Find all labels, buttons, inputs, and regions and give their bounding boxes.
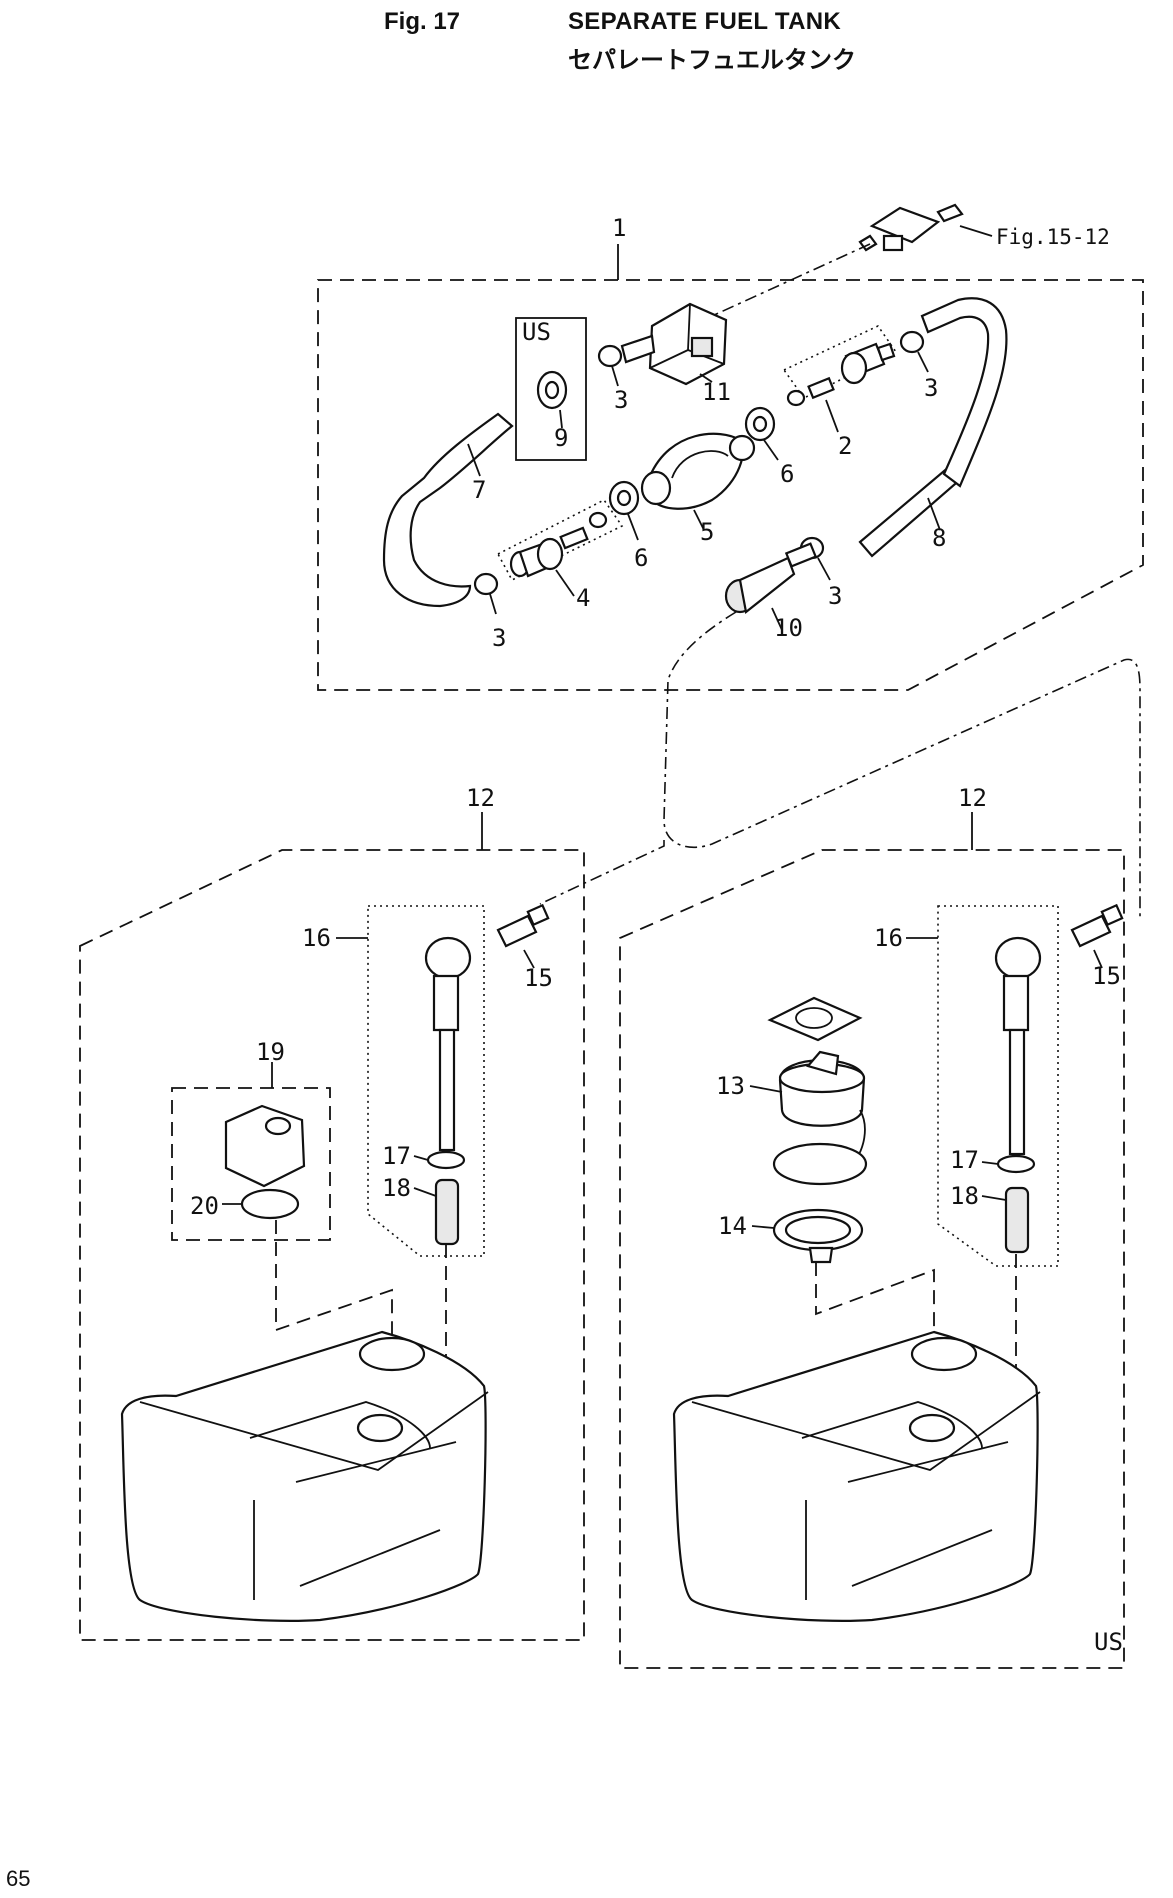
callout-3b: 3 xyxy=(924,374,938,402)
part-10-connector xyxy=(724,542,818,614)
part-15-fitting-left xyxy=(496,903,550,948)
callout-19: 19 xyxy=(256,1038,285,1066)
callout-12-left: 12 xyxy=(466,784,495,812)
part-3-clip-b xyxy=(899,330,925,354)
callout-20: 20 xyxy=(190,1192,219,1220)
callout-5: 5 xyxy=(700,518,714,546)
us-label-bottom: US xyxy=(1094,1628,1123,1656)
part-3-clip-a xyxy=(597,344,623,368)
part-13-gasket xyxy=(772,1142,868,1186)
group-12-right-boundary xyxy=(619,849,1125,1669)
callout-8: 8 xyxy=(932,524,946,552)
callout-7: 7 xyxy=(472,476,486,504)
part-20-gasket-left xyxy=(240,1188,300,1220)
callout-14: 14 xyxy=(718,1212,747,1240)
callout-12-right: 12 xyxy=(958,784,987,812)
part-11-cover xyxy=(620,302,728,386)
left-tank-group xyxy=(79,812,665,1641)
part-2-connector xyxy=(786,342,896,407)
us-variant-box xyxy=(515,317,587,461)
part-3-clip-c xyxy=(473,572,499,596)
part-8-hose-straight xyxy=(858,464,964,558)
part-15-fitting-right xyxy=(1070,903,1124,948)
callout-9: 9 xyxy=(554,424,568,452)
page-number: 65 xyxy=(6,1866,31,1891)
callout-3a: 3 xyxy=(614,386,628,414)
callout-18-left: 18 xyxy=(382,1174,411,1202)
part-5-primer-bulb xyxy=(640,432,756,510)
reference-fig-15-12: Fig.15-12 xyxy=(996,225,1110,249)
part-14-retainer-ring xyxy=(772,1208,864,1264)
part-16-pickup-right xyxy=(994,936,1042,1254)
callout-1: 1 xyxy=(612,214,626,242)
callout-3d: 3 xyxy=(828,582,842,610)
fuel-tank-left xyxy=(120,1330,489,1622)
group-12-left-boundary xyxy=(79,849,585,1641)
callout-13: 13 xyxy=(716,1072,745,1100)
callout-6a: 6 xyxy=(780,460,794,488)
callout-4: 4 xyxy=(576,584,590,612)
callout-17-left: 17 xyxy=(382,1142,411,1170)
warning-decal xyxy=(767,996,863,1042)
part-9-grommet xyxy=(536,370,568,410)
callout-3c: 3 xyxy=(492,624,506,652)
callout-10: 10 xyxy=(774,614,803,642)
hose-assembly-group xyxy=(317,203,1144,920)
group-1-boundary xyxy=(317,279,1144,691)
callout-17-right: 17 xyxy=(950,1146,979,1174)
callout-6b: 6 xyxy=(634,544,648,572)
part-8-hose-curve xyxy=(920,297,1008,488)
page-title-japanese: セパレートフュエルタンク xyxy=(568,46,856,74)
fuel-tank-right xyxy=(672,1330,1041,1622)
engine-side-connector xyxy=(858,203,964,252)
callout-11: 11 xyxy=(702,378,731,406)
callout-15-right: 15 xyxy=(1092,962,1121,990)
callout-16-left: 16 xyxy=(302,924,331,952)
us-label-top: US xyxy=(522,318,551,346)
part-4-connector xyxy=(509,511,608,578)
page-title: SEPARATE FUEL TANK xyxy=(568,8,841,35)
callout-15-left: 15 xyxy=(524,964,553,992)
callout-18-right: 18 xyxy=(950,1182,979,1210)
callout-16-right: 16 xyxy=(874,924,903,952)
part-16-pickup-left xyxy=(424,936,472,1246)
figure-number: Fig. 17 xyxy=(384,8,461,35)
callout-2: 2 xyxy=(838,432,852,460)
right-tank-group xyxy=(619,812,1125,1669)
part-19-cap-left xyxy=(224,1104,306,1188)
